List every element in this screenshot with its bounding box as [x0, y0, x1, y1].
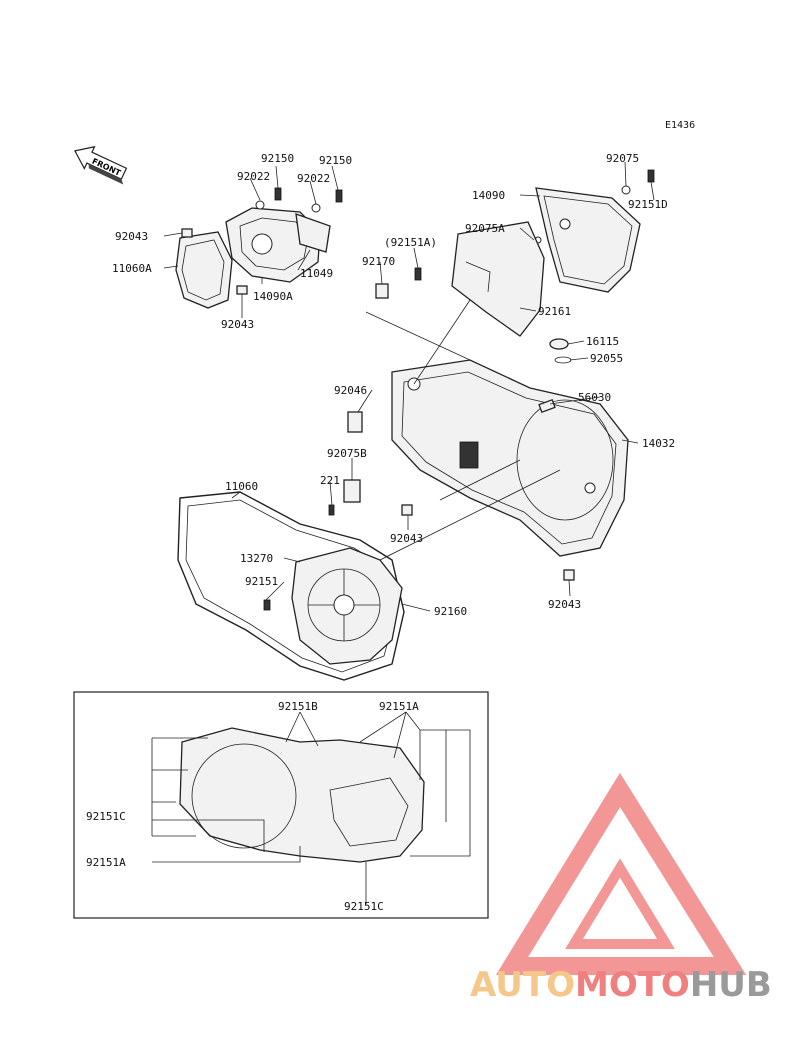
bolt-icon: [335, 189, 343, 203]
clamp-icon: [375, 283, 389, 299]
watermark-part: MOTO: [575, 965, 690, 1005]
filler-plug-icon: [549, 338, 569, 350]
screw-icon: [328, 504, 335, 516]
washer-icon: [311, 203, 321, 213]
outer-cover: [535, 187, 641, 293]
part-label: 11049: [300, 267, 333, 280]
part-label: 92151A: [86, 856, 126, 869]
washer-icon: [255, 200, 265, 210]
bolt-icon: [274, 187, 282, 201]
part-label: 14090A: [253, 290, 293, 303]
watermark-text: AUTOMOTOHUB: [470, 965, 772, 1005]
part-label: 92043: [390, 532, 423, 545]
grommet-icon: [343, 479, 361, 503]
part-label: 14032: [642, 437, 675, 450]
part-label: 92043: [115, 230, 148, 243]
inner-plate: [451, 221, 545, 337]
dowel-pin-icon: [563, 569, 575, 581]
part-label: 92055: [590, 352, 623, 365]
cap-icon: [347, 411, 363, 433]
small-cover: [225, 207, 321, 283]
part-label: 14090: [472, 189, 505, 202]
bolt-icon: [263, 599, 271, 611]
bolt-icon: [647, 169, 655, 183]
part-label: 92150: [319, 154, 352, 167]
cover-window: [459, 441, 479, 469]
part-label: 92075B: [327, 447, 367, 460]
part-label: 92151B: [278, 700, 318, 713]
part-label: (92151A): [384, 236, 437, 249]
cover-plate: [295, 213, 331, 253]
dowel-pin-icon: [401, 504, 413, 516]
large-gasket-assembly: [177, 491, 405, 681]
inset-cover: [179, 727, 425, 863]
clutch-cover-assembly: [328, 267, 629, 581]
part-label: 92151C: [86, 810, 126, 823]
part-label: 56030: [578, 391, 611, 404]
dowel-pin-icon: [236, 285, 248, 295]
part-label: 92161: [538, 305, 571, 318]
part-label: 92160: [434, 605, 467, 618]
small-cover-assembly: [175, 187, 343, 309]
outer-cover-assembly: [451, 169, 655, 337]
watermark-part: HUB: [690, 965, 772, 1005]
part-label: 92170: [362, 255, 395, 268]
part-number-labels: 92150 92150 92022 92022 92043 11060A 140…: [86, 152, 675, 913]
crankcase-cover: [391, 359, 629, 557]
small-gasket: [175, 231, 233, 309]
part-label: 92151C: [344, 900, 384, 913]
part-label: 92022: [297, 172, 330, 185]
diagram-code: E1436: [665, 120, 695, 131]
large-gasket: [177, 491, 405, 681]
part-label: 92043: [221, 318, 254, 331]
bolt-icon: [414, 267, 422, 281]
watermark-logo-icon: [495, 772, 747, 975]
bolt-location-inset: [73, 691, 489, 919]
part-label: 92046: [334, 384, 367, 397]
part-label: 13270: [240, 552, 273, 565]
part-label: 92075: [606, 152, 639, 165]
part-label: 92043: [548, 598, 581, 611]
part-label: 16115: [586, 335, 619, 348]
front-arrow-icon: FRONT: [74, 145, 128, 185]
part-label: 11060A: [112, 262, 152, 275]
part-label: 92151A: [379, 700, 419, 713]
dowel-pin-icon: [181, 228, 193, 238]
o-ring-icon: [554, 356, 572, 364]
part-label: 92151D: [628, 198, 668, 211]
part-label: 92150: [261, 152, 294, 165]
part-label: 92022: [237, 170, 270, 183]
washer-icon: [621, 185, 631, 195]
part-label: 221: [320, 474, 340, 487]
watermark-part: AUTO: [470, 965, 575, 1005]
leader-lines: [163, 161, 655, 612]
part-label: 92151: [245, 575, 278, 588]
part-label: 11060: [225, 480, 258, 493]
part-label: 92075A: [465, 222, 505, 235]
